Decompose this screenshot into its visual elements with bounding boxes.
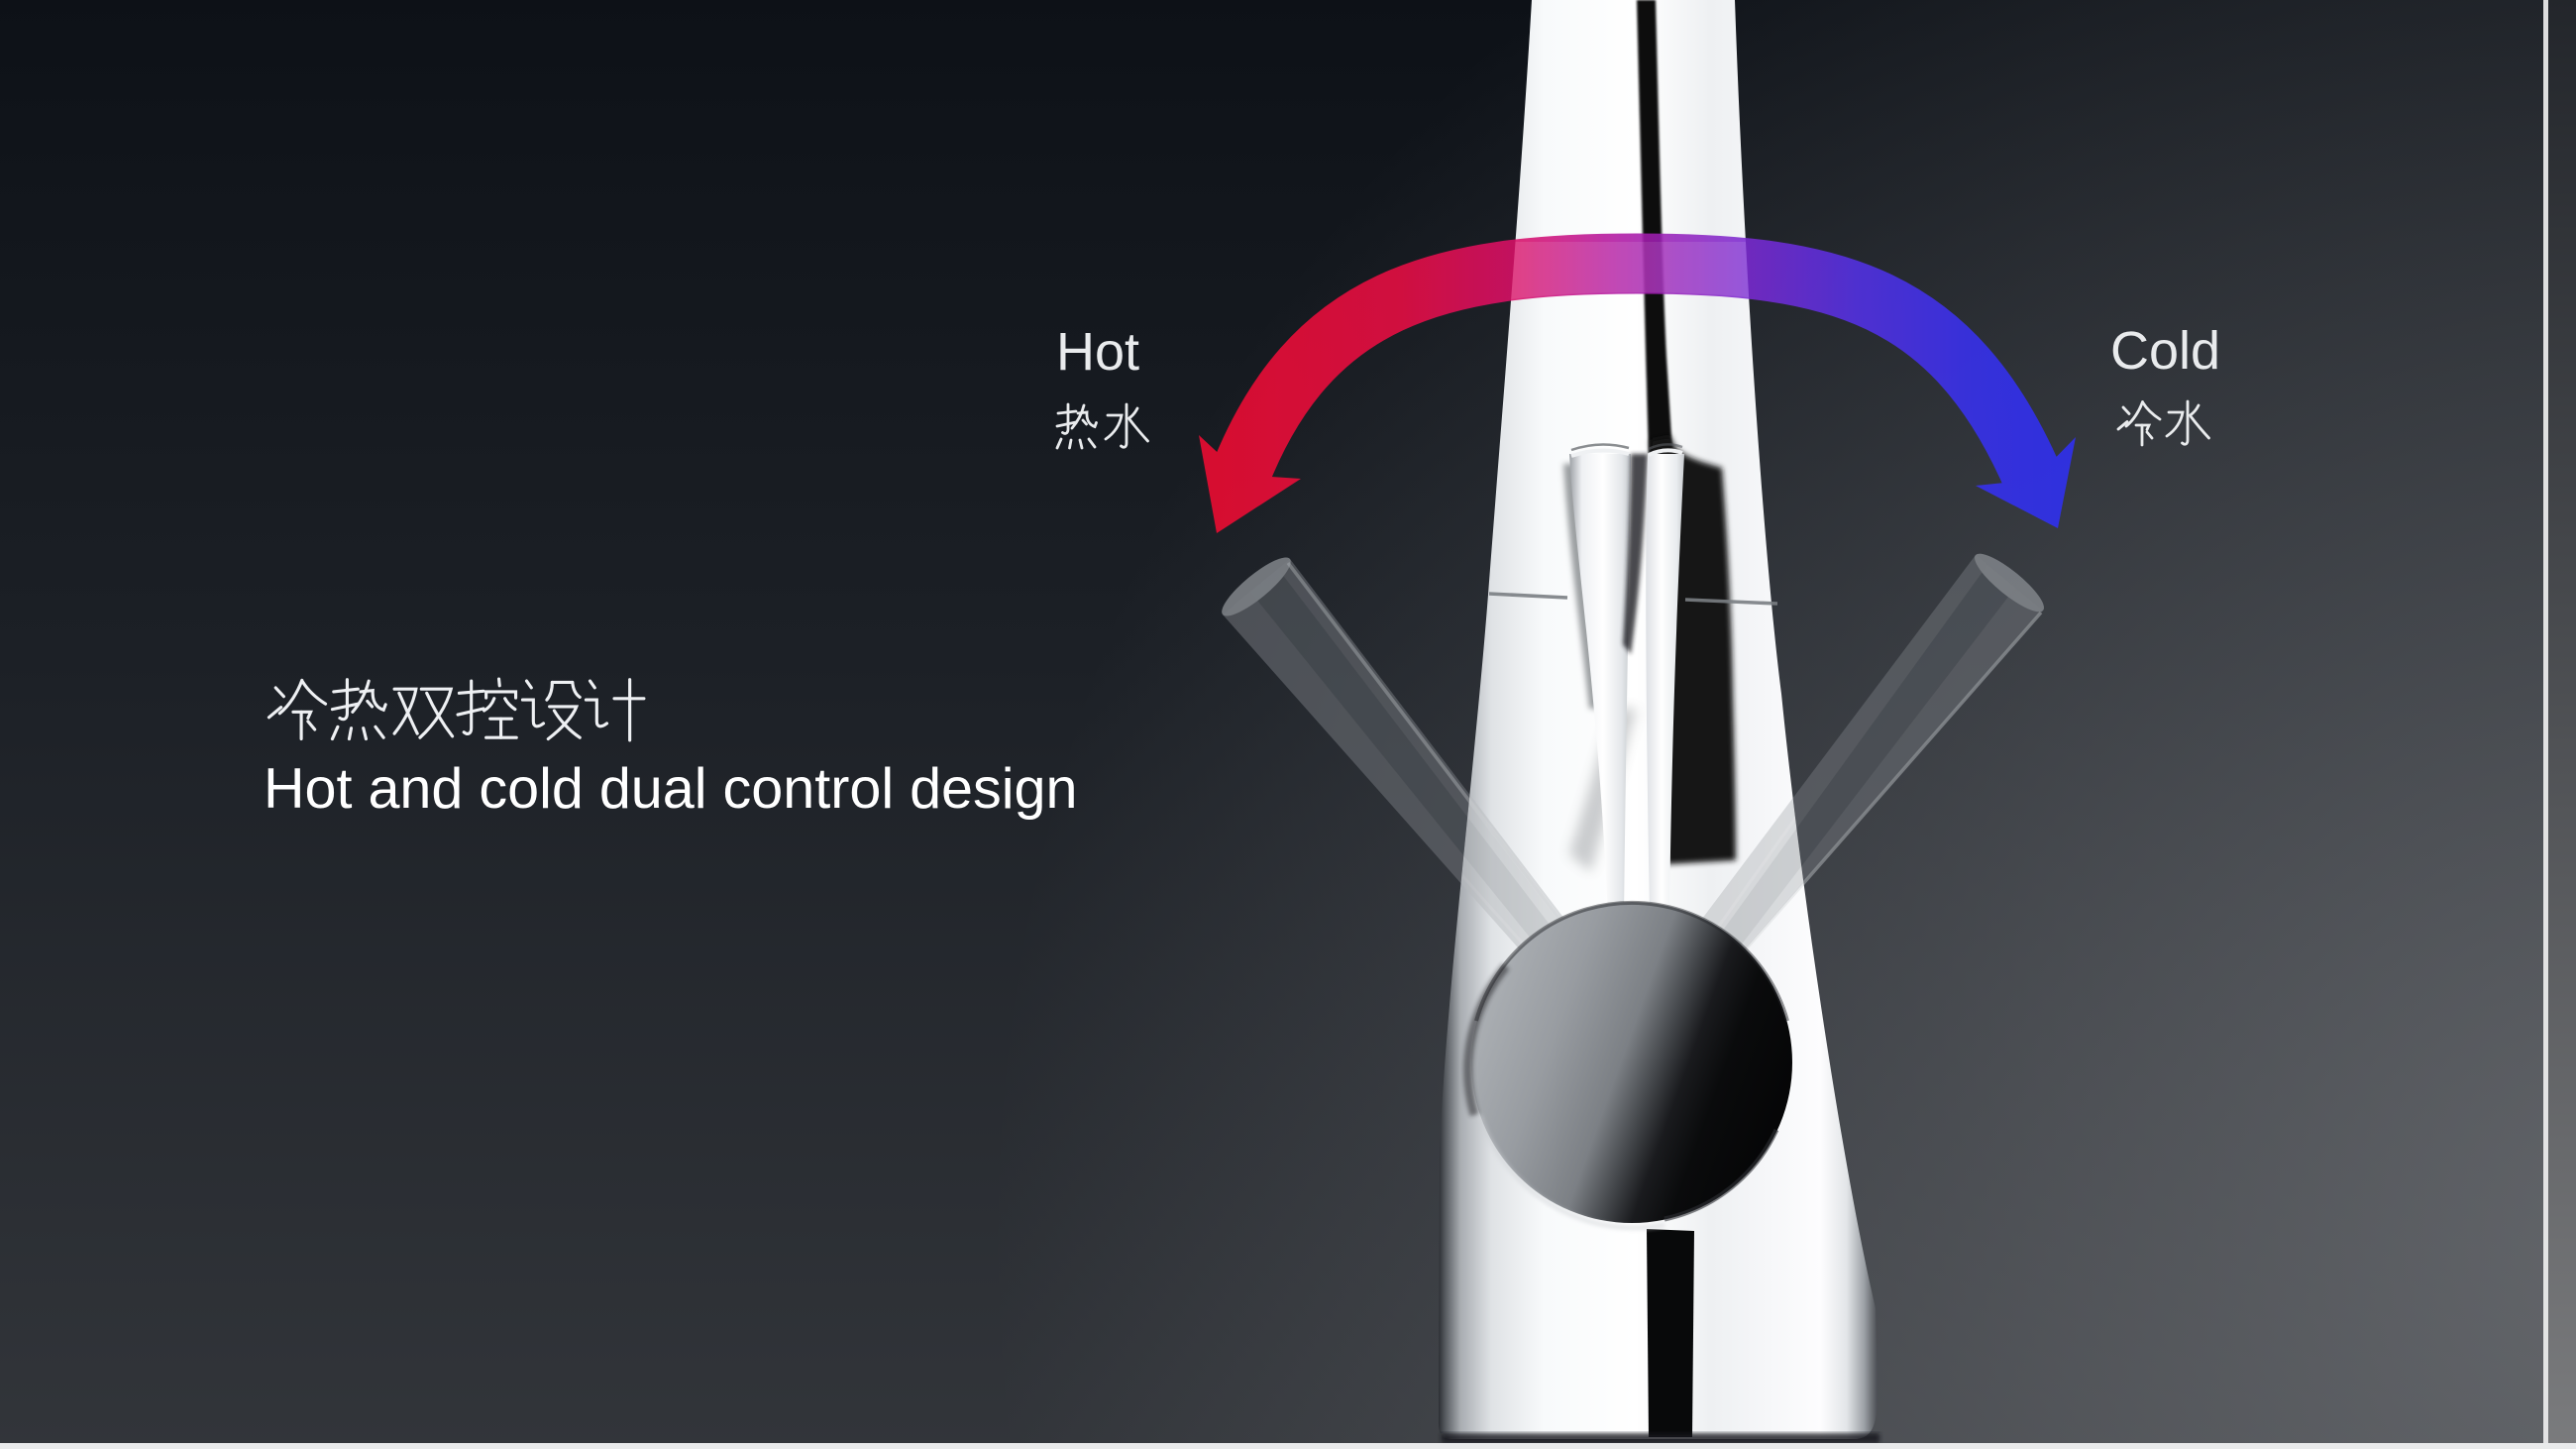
svg-text:Hot: Hot: [1056, 322, 1139, 382]
svg-text:Cold: Cold: [2110, 321, 2220, 381]
svg-text:Hot and cold dual control desi: Hot and cold dual control design: [264, 757, 1078, 821]
